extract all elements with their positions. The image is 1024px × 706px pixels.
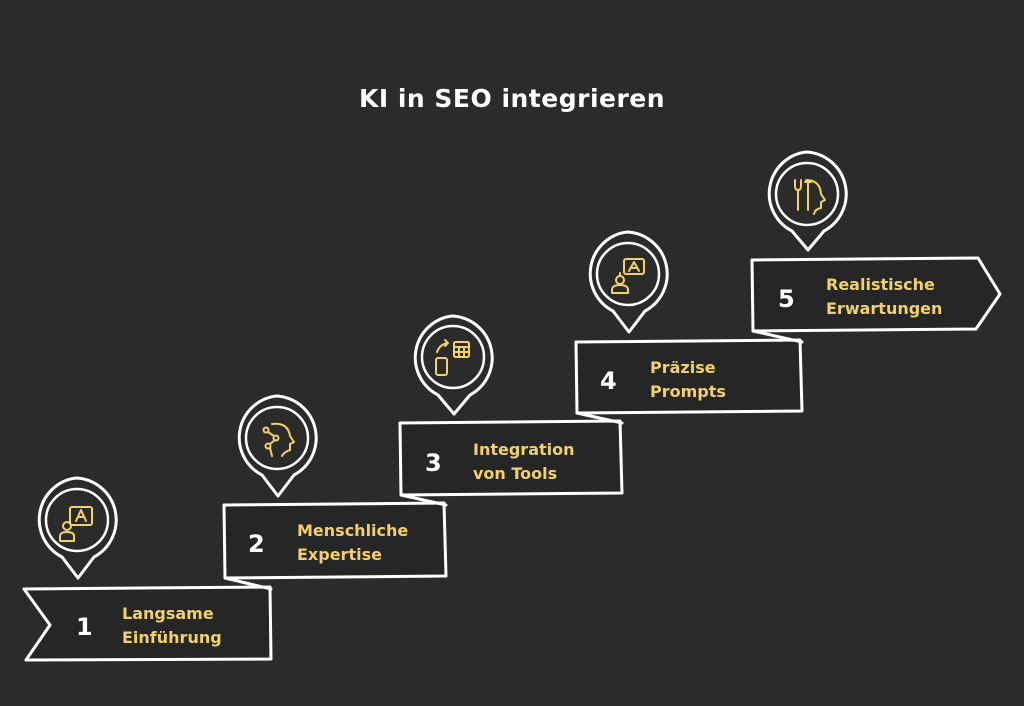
step-5-label-line1: Realistische — [826, 275, 935, 294]
diagram-title: KI in SEO integrieren — [358, 84, 666, 113]
person-presentation-icon — [59, 506, 93, 542]
step-5-label-line2: Erwartungen — [826, 299, 942, 318]
step-2-number: 2 — [248, 530, 265, 558]
step-2-label-line2: Expertise — [297, 545, 382, 564]
step-4-label-line1: Präzise — [650, 358, 716, 377]
phone-calculator-sync-icon — [435, 339, 470, 376]
step-1-label-line2: Einführung — [122, 628, 222, 647]
step-4-pin — [588, 230, 669, 334]
step-5: 5 Realistische Erwartungen — [750, 150, 1002, 344]
step-3: 3 Integration von Tools — [398, 314, 624, 507]
step-3-label-line1: Integration — [473, 440, 575, 459]
head-tools-icon — [794, 179, 826, 215]
step-1: 1 Langsame Einführung — [22, 476, 273, 662]
step-3-label-line2: von Tools — [473, 464, 557, 483]
step-4-number: 4 — [600, 367, 617, 395]
step-1-pin — [37, 476, 118, 580]
step-2: 2 Menschliche Expertise — [222, 394, 448, 591]
step-1-number: 1 — [76, 613, 93, 641]
robot-chat-icon — [611, 258, 645, 294]
brain-network-head-icon — [262, 422, 295, 457]
step-3-pin — [413, 314, 494, 416]
step-5-number: 5 — [778, 285, 795, 313]
step-5-pin — [767, 150, 848, 252]
step-4-label-line2: Prompts — [650, 382, 726, 401]
step-4: 4 Präzise Prompts — [574, 230, 804, 425]
step-3-number: 3 — [425, 449, 442, 477]
step-2-pin — [237, 394, 318, 498]
step-1-label-line1: Langsame — [122, 604, 214, 623]
step-2-label-line1: Menschliche — [297, 521, 408, 540]
